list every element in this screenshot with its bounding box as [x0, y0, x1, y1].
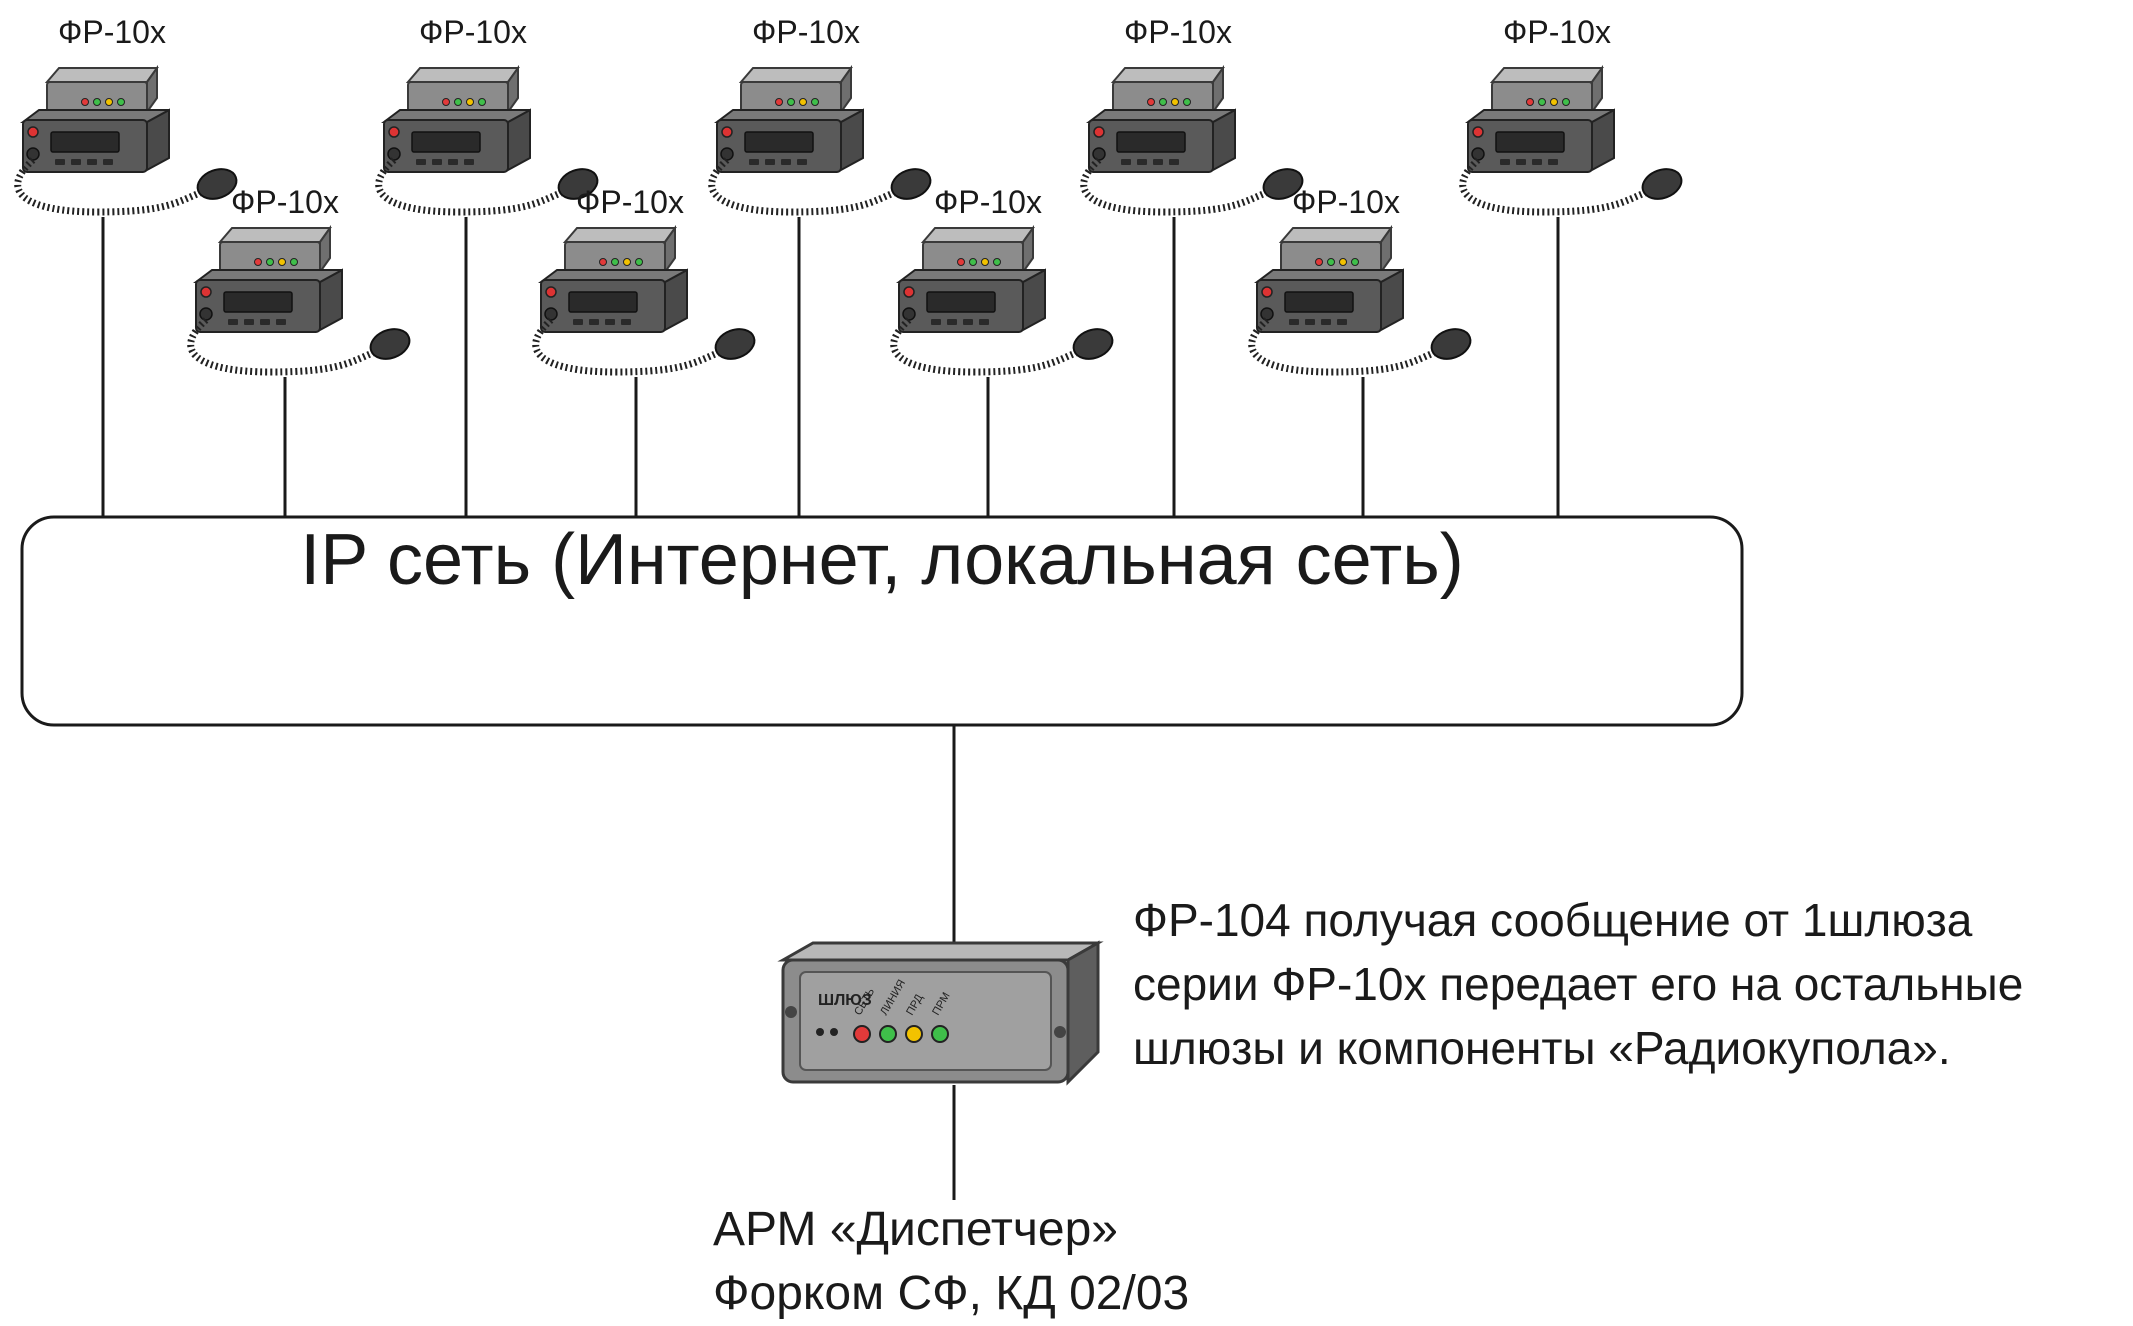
- radio-unit: [1080, 64, 1304, 216]
- workstation-name: АРМ «Диспетчер»: [713, 1203, 1118, 1256]
- device-label: ФР-10х: [576, 184, 684, 220]
- workstation-label: АРМ «Диспетчер» Форком СФ, КД 02/03: [713, 1198, 1189, 1326]
- workstation-model: Форком СФ, КД 02/03: [713, 1267, 1190, 1320]
- radio-unit: [532, 224, 756, 376]
- network-title: IP сеть (Интернет, локальная сеть): [300, 520, 1464, 600]
- description-line: шлюзы и компоненты «Радиокупола».: [1133, 1022, 1951, 1074]
- device-label: ФР-10х: [231, 184, 339, 220]
- connection-lines: [101, 217, 1560, 1200]
- radio-unit: [1248, 224, 1472, 376]
- radio-gateways: [14, 64, 1683, 376]
- radio-unit: [187, 224, 411, 376]
- description-text: ФР-104 получая сообщение от 1шлюза серии…: [1133, 888, 2023, 1080]
- device-label: ФР-10х: [934, 184, 1042, 220]
- device-label: ФР-10х: [58, 14, 166, 50]
- device-label: ФР-10х: [1124, 14, 1232, 50]
- indicator-led: [905, 1025, 923, 1043]
- indicator-led: [879, 1025, 897, 1043]
- ip-network-box: [20, 515, 1744, 727]
- indicator-led: [931, 1025, 949, 1043]
- radio-unit: [890, 224, 1114, 376]
- device-label: ФР-10х: [1292, 184, 1400, 220]
- radio-unit: [375, 64, 599, 216]
- description-line: серии ФР-10х передает его на остальные: [1133, 958, 2024, 1010]
- radio-unit: [1459, 64, 1683, 216]
- description-line: ФР-104 получая сообщение от 1шлюза: [1133, 894, 1973, 946]
- radio-unit: [708, 64, 932, 216]
- gateway-brand: ШЛЮЗ: [818, 992, 872, 1009]
- device-label: ФР-10х: [419, 14, 527, 50]
- radio-unit: [14, 64, 238, 216]
- device-label: ФР-10х: [752, 14, 860, 50]
- device-label: ФР-10х: [1503, 14, 1611, 50]
- indicator-led: [853, 1025, 871, 1043]
